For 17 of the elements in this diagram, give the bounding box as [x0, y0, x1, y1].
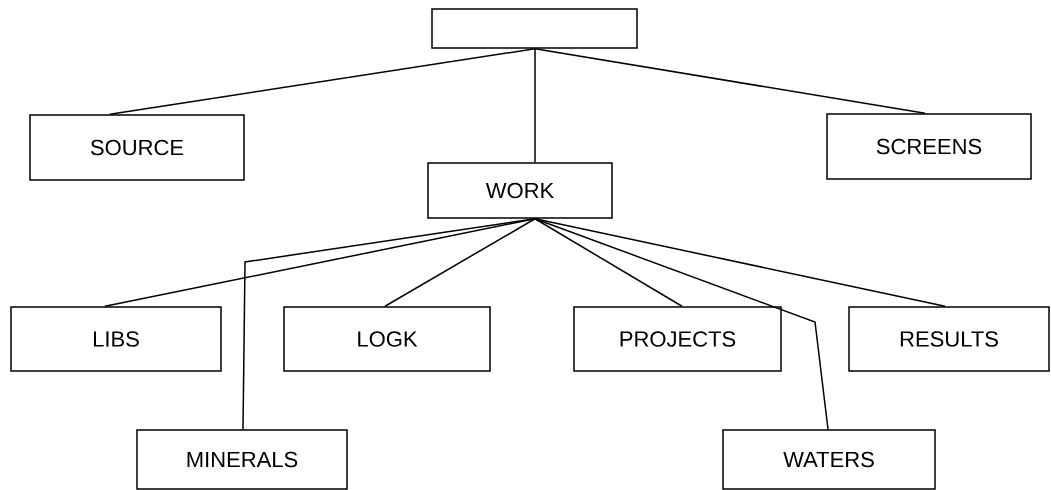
connector-line — [242, 218, 536, 430]
folder-box: WORK — [427, 162, 613, 219]
folder-box: RESULTS — [848, 306, 1050, 372]
folder-box — [431, 8, 638, 49]
folder-box: WATERS — [722, 429, 936, 490]
folder-box: MINERALS — [136, 429, 348, 490]
connector-line — [534, 218, 683, 307]
connector-line — [534, 48, 926, 114]
folder-box: SCREENS — [826, 113, 1032, 180]
connector-line — [534, 218, 946, 307]
folder-box: LIBS — [10, 306, 222, 372]
connector-line — [109, 48, 536, 115]
folder-box: LOGK — [283, 306, 491, 372]
folder-box: PROJECTS — [573, 306, 782, 372]
folder-box: SOURCE — [29, 114, 245, 181]
connector-line — [384, 218, 536, 307]
connector-line — [534, 48, 536, 163]
